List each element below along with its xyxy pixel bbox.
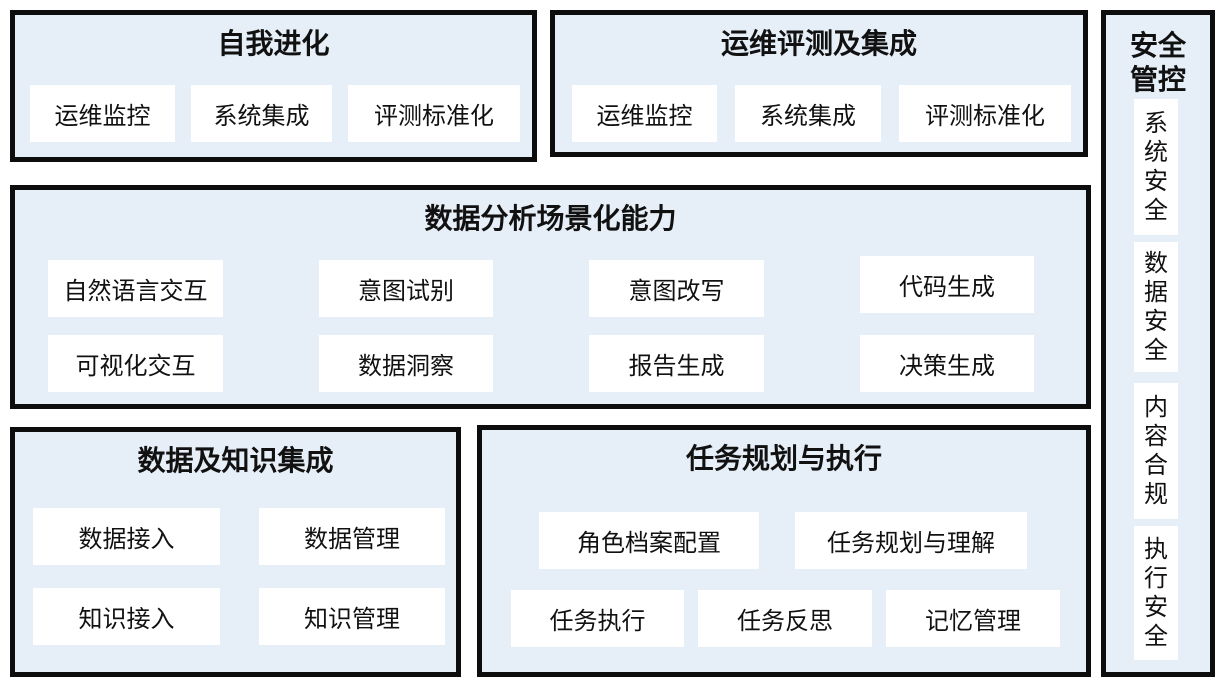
system-integration-box: 系统集成 [735,85,881,142]
ops-eval-integration-title: 运维评测及集成 [720,27,917,60]
ops-monitoring-box: 运维监控 [572,85,717,142]
char: 数 [1144,249,1168,277]
self-evolution-panel: 自我进化 运维监控 系统集成 评测标准化 [10,10,537,162]
intent-recognition-box: 意图试别 [319,260,493,317]
security-title-line2: 管控 [1129,63,1186,96]
memory-management-box: 记忆管理 [886,590,1060,647]
task-reflection-box: 任务反思 [698,590,872,647]
char: 统 [1144,138,1168,166]
eval-standardization-box: 评测标准化 [899,85,1071,142]
data-security-box: 数 据 安 全 [1134,242,1178,372]
eval-standardization-box: 评测标准化 [348,85,520,142]
char: 全 [1144,622,1168,650]
intent-rewrite-box: 意图改写 [589,260,764,317]
ops-eval-integration-panel: 运维评测及集成 运维监控 系统集成 评测标准化 [550,10,1088,157]
security-control-panel: 安全 管控 系 统 安 全 数 据 安 全 内 容 合 规 执 行 安 全 [1101,10,1215,677]
knowledge-ingestion-box: 知识接入 [33,588,220,645]
content-compliance-box: 内 容 合 规 [1134,383,1178,519]
char: 全 [1144,196,1168,224]
data-insight-box: 数据洞察 [319,335,493,392]
task-planning-understanding-box: 任务规划与理解 [795,512,1027,569]
security-title-line1: 安全 [1129,29,1186,62]
role-profile-box: 角色档案配置 [539,512,759,569]
system-integration-box: 系统集成 [191,85,332,142]
char: 内 [1144,393,1168,421]
execution-security-box: 执 行 安 全 [1134,526,1178,660]
char: 据 [1144,278,1168,306]
self-evolution-title: 自我进化 [217,27,330,60]
char: 执 [1144,535,1168,563]
data-knowledge-panel: 数据及知识集成 数据接入 数据管理 知识接入 知识管理 [10,427,461,677]
knowledge-management-box: 知识管理 [259,588,445,645]
nl-interaction-box: 自然语言交互 [48,260,223,317]
data-analysis-title: 数据分析场景化能力 [424,202,677,235]
char: 合 [1144,451,1168,479]
char: 安 [1144,167,1168,195]
task-execution-box: 任务执行 [511,590,684,647]
char: 容 [1144,422,1168,450]
ops-monitoring-box: 运维监控 [30,85,175,142]
char: 全 [1144,336,1168,364]
report-generation-box: 报告生成 [589,335,764,392]
char: 安 [1144,593,1168,621]
task-planning-panel: 任务规划与执行 角色档案配置 任务规划与理解 任务执行 任务反思 记忆管理 [477,425,1091,677]
char: 系 [1144,109,1168,137]
data-analysis-panel: 数据分析场景化能力 自然语言交互 意图试别 意图改写 代码生成 可视化交互 数据… [10,185,1091,409]
security-control-title: 安全 管控 [1106,29,1210,97]
code-generation-box: 代码生成 [860,256,1034,313]
visual-interaction-box: 可视化交互 [48,335,223,392]
decision-generation-box: 决策生成 [860,335,1034,392]
task-planning-title: 任务规划与执行 [685,442,882,475]
char: 行 [1144,564,1168,592]
char: 规 [1144,480,1168,508]
data-management-box: 数据管理 [259,508,445,565]
data-ingestion-box: 数据接入 [33,508,220,565]
char: 安 [1144,307,1168,335]
data-knowledge-title: 数据及知识集成 [137,444,334,477]
system-security-box: 系 统 安 全 [1134,99,1178,235]
